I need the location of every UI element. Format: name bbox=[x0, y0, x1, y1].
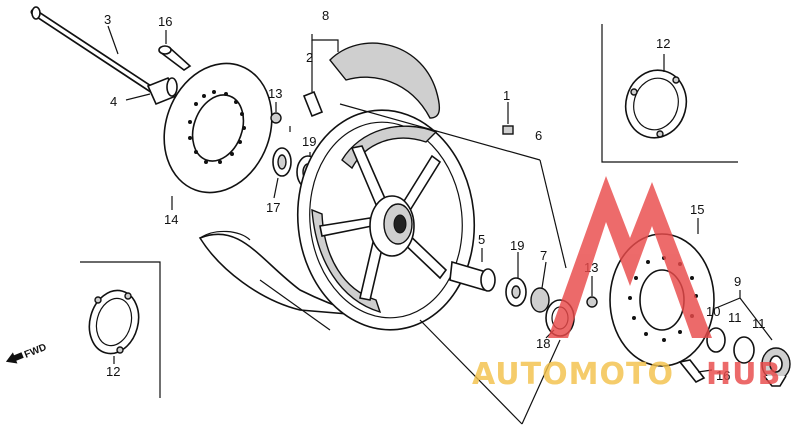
cast-wheel bbox=[296, 109, 476, 331]
balance-weight bbox=[502, 125, 514, 135]
callout-14: 14 bbox=[164, 212, 178, 227]
callout-11: 11 bbox=[752, 316, 766, 331]
callout-9: 9 bbox=[734, 274, 741, 289]
front-axle bbox=[30, 6, 164, 99]
callout-5: 5 bbox=[478, 232, 485, 247]
bearing-right bbox=[505, 277, 527, 307]
callout-labels: 3 16 8 2 4 13 19 1 6 12 17 14 15 5 19 7 … bbox=[104, 8, 766, 383]
speedometer-gearbox bbox=[706, 327, 791, 387]
callout-12: 12 bbox=[656, 36, 670, 51]
callout-2: 2 bbox=[306, 50, 313, 65]
rim-valve bbox=[302, 90, 324, 118]
gearbox-retainer-top bbox=[624, 69, 688, 139]
gearbox-retainer-bottom bbox=[88, 289, 140, 355]
tire-valve-top bbox=[158, 45, 192, 71]
watermark-text-hub: HUB bbox=[706, 357, 781, 392]
callout-8: 8 bbox=[322, 8, 329, 23]
watermark-text-automoto: AUTOMOTO bbox=[472, 357, 674, 392]
distance-collar bbox=[449, 260, 496, 292]
callout-15: 15 bbox=[690, 202, 704, 217]
bearing-left bbox=[272, 147, 292, 177]
forward-arrow-icon bbox=[5, 352, 24, 364]
callout-7: 7 bbox=[540, 248, 547, 263]
mountain-logo-icon bbox=[548, 176, 712, 338]
brake-disc-left bbox=[163, 62, 273, 194]
tire-valve-bottom bbox=[678, 359, 706, 384]
callout-10: 10 bbox=[706, 304, 720, 319]
callout-12: 12 bbox=[106, 364, 120, 379]
callout-19: 19 bbox=[302, 134, 316, 149]
disc-bolt-right bbox=[586, 296, 598, 308]
oil-seal bbox=[530, 287, 550, 313]
callout-18: 18 bbox=[536, 336, 550, 351]
fwd-label: FWD bbox=[23, 342, 48, 361]
callout-19: 19 bbox=[510, 238, 524, 253]
inset-box-top-right bbox=[601, 24, 738, 163]
callout-4: 4 bbox=[110, 94, 117, 109]
callout-16: 16 bbox=[716, 368, 730, 383]
callout-13: 13 bbox=[268, 86, 282, 101]
leader-lines bbox=[107, 25, 773, 425]
callout-16: 16 bbox=[158, 14, 172, 29]
callout-6: 6 bbox=[535, 128, 542, 143]
disc-bolt-top bbox=[270, 112, 282, 124]
forward-direction-indicator: FWD bbox=[5, 342, 48, 364]
watermark: AUTOMOTO HUB bbox=[472, 176, 781, 392]
callout-17: 17 bbox=[266, 200, 280, 215]
callout-1: 1 bbox=[503, 88, 510, 103]
callout-3: 3 bbox=[104, 12, 111, 27]
callout-11: 11 bbox=[728, 310, 742, 325]
inset-box-bottom-left bbox=[80, 261, 161, 398]
